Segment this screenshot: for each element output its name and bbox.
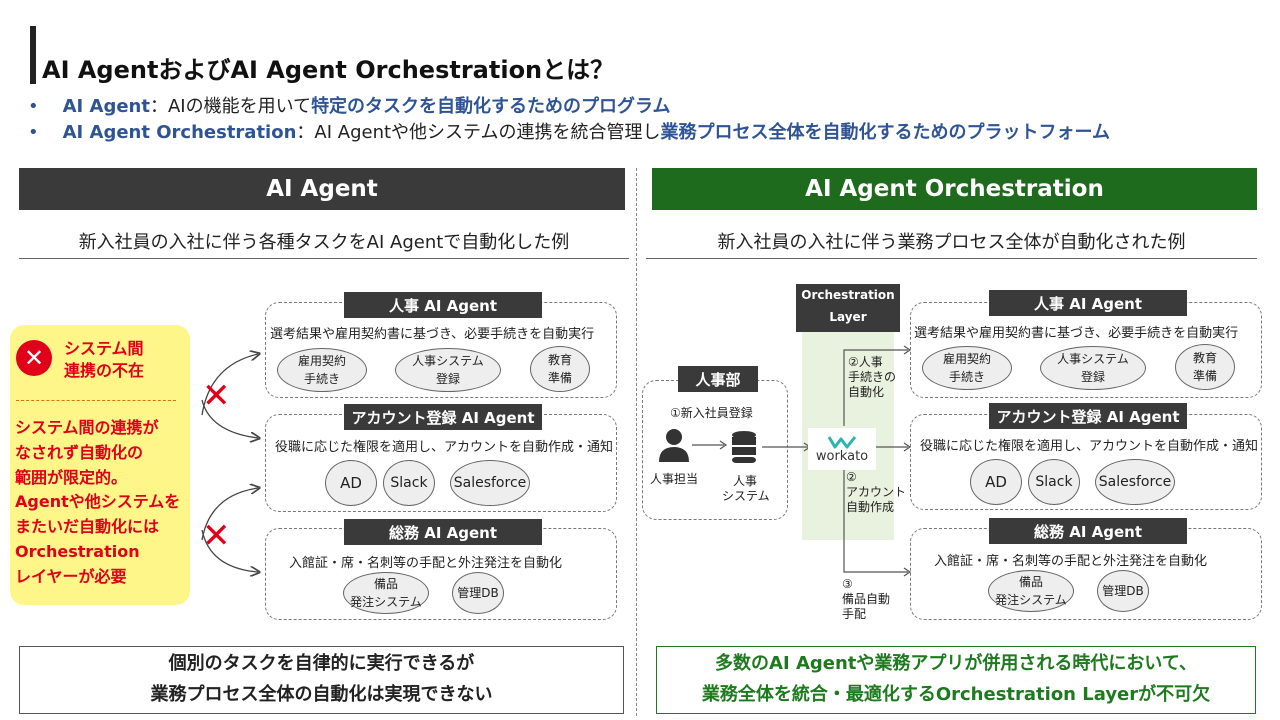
warning-title-line: 連携の不在 bbox=[64, 361, 145, 381]
left-oval-employment-contract: 雇用契約手続き bbox=[277, 348, 367, 392]
right-hr-agent-desc: 選考結果や雇用契約書に基づき、必要手続きを自動実行 bbox=[914, 326, 1239, 341]
left-hr-agent-label: 人事 AI Agent bbox=[344, 292, 542, 318]
left-oval-hr-system: 人事システム登録 bbox=[395, 348, 501, 392]
bullet-text: ：AI Agentや他システムの連携を統合管理し bbox=[296, 122, 661, 143]
left-subtitle: 新入社員の入社に伴う各種タスクをAI Agentで自動化した例 bbox=[19, 228, 629, 259]
left-conclusion: 個別のタスクを自律的に実行できるが 業務プロセス全体の自動化は実現できない bbox=[19, 646, 624, 714]
right-conclusion-line: 業務全体を統合・最適化するOrchestration Layerが不可欠 bbox=[701, 684, 1211, 705]
database-icon bbox=[732, 431, 756, 463]
left-oval-ad: AD bbox=[325, 460, 377, 506]
warning-line: システム間の連携が bbox=[15, 418, 159, 437]
bullet-ai-agent-orchestration: • AI Agent Orchestration：AI Agentや他システムの連… bbox=[28, 118, 1110, 144]
right-hr-agent-label: 人事 AI Agent bbox=[989, 290, 1187, 316]
right-conclusion: 多数のAI Agentや業務アプリが併用される時代において、 業務全体を統合・最… bbox=[656, 646, 1256, 714]
left-oval-supply-system: 備品発注システム bbox=[343, 572, 429, 614]
hr-dept-label: 人事部 bbox=[678, 366, 758, 392]
right-oval-salesforce: Salesforce bbox=[1095, 459, 1175, 505]
warning-body: システム間の連携が なされず自動化の 範囲が限定的。 Agentや他システムを … bbox=[15, 416, 180, 590]
left-oval-training: 教育準備 bbox=[530, 346, 590, 392]
arrow-back-to-account-agent bbox=[201, 488, 258, 541]
right-general-agent-desc: 入館証・席・名刺等の手配と外注発注を自動化 bbox=[934, 554, 1208, 569]
workato-text: workato bbox=[815, 448, 869, 464]
bullet-dot-icon: • bbox=[28, 96, 39, 117]
left-account-agent-desc: 役職に応じた権限を適用し、アカウントを自動作成・通知 bbox=[275, 440, 614, 455]
error-x-icon: ✕ bbox=[16, 340, 52, 376]
workato-icon bbox=[827, 435, 857, 448]
left-oval-management-db: 管理DB bbox=[452, 572, 504, 614]
red-x-icon: ✕ bbox=[202, 376, 231, 416]
right-conclusion-line: 多数のAI Agentや業務アプリが併用される時代において、 bbox=[715, 653, 1197, 675]
left-oval-salesforce: Salesforce bbox=[450, 460, 530, 506]
hr-system-label: 人事システム bbox=[722, 474, 770, 503]
right-oval-training: 教育準備 bbox=[1175, 344, 1235, 390]
warning-title-line: システム間 bbox=[64, 339, 144, 358]
warning-separator bbox=[16, 400, 176, 401]
orchestration-layer-label: Orchestration Layer bbox=[796, 284, 900, 332]
right-oval-management-db: 管理DB bbox=[1097, 570, 1149, 612]
workato-logo: workato bbox=[808, 428, 876, 470]
right-account-agent-label: アカウント登録 AI Agent bbox=[989, 403, 1187, 429]
column-divider bbox=[636, 168, 637, 716]
left-general-agent-desc: 入館証・席・名刺等の手配と外注発注を自動化 bbox=[289, 556, 563, 571]
warning-line: またいだ自動化には bbox=[15, 517, 160, 537]
right-general-agent-label: 総務 AI Agent bbox=[989, 518, 1187, 544]
bullet-highlight: 特定のタスクを自動化するためのプログラム bbox=[311, 96, 671, 117]
title-accent-bar bbox=[30, 26, 36, 84]
bullet-highlight: 業務プロセス全体を自動化するためのプラットフォーム bbox=[660, 122, 1110, 143]
left-general-agent-label: 総務 AI Agent bbox=[344, 519, 542, 545]
right-oval-supply-system: 備品発注システム bbox=[988, 570, 1074, 612]
arrow-to-account-agent bbox=[201, 399, 258, 438]
right-oval-ad: AD bbox=[970, 459, 1022, 505]
bullet-text: ：AIの機能を用いて bbox=[149, 96, 312, 117]
left-account-agent-label: アカウント登録 AI Agent bbox=[344, 404, 542, 430]
right-oval-employment-contract: 雇用契約手続き bbox=[922, 346, 1012, 390]
red-x-icon: ✕ bbox=[202, 516, 231, 556]
warning-line: Agentや他システムを bbox=[15, 492, 181, 512]
bullet-term: AI Agent Orchestration bbox=[62, 122, 297, 143]
right-oval-hr-system: 人事システム登録 bbox=[1040, 346, 1146, 390]
right-account-agent-desc: 役職に応じた権限を適用し、アカウントを自動作成・通知 bbox=[920, 439, 1259, 454]
warning-line: レイヤーが必要 bbox=[15, 566, 127, 586]
warning-line: 範囲が限定的。 bbox=[15, 467, 128, 487]
bullet-term: AI Agent bbox=[62, 96, 150, 117]
left-header: AI Agent bbox=[19, 168, 625, 210]
right-subtitle: 新入社員の入社に伴う業務プロセス全体が自動化された例 bbox=[646, 228, 1257, 259]
step1-label: ①新入社員登録 bbox=[670, 406, 753, 420]
left-oval-slack: Slack bbox=[383, 460, 435, 506]
left-hr-agent-desc: 選考結果や雇用契約書に基づき、必要手続きを自動実行 bbox=[270, 327, 595, 342]
warning-line: なされず自動化の bbox=[15, 442, 144, 462]
right-oval-slack: Slack bbox=[1028, 459, 1080, 505]
hr-staff-label: 人事担当 bbox=[650, 472, 699, 486]
left-arrows bbox=[201, 340, 270, 580]
person-icon bbox=[659, 429, 689, 462]
arrow-to-general-agent bbox=[201, 529, 258, 572]
warning-title: システム間 連携の不在 bbox=[64, 338, 144, 383]
bullet-ai-agent: • AI Agent：AIの機能を用いて特定のタスクを自動化するためのプログラム bbox=[28, 92, 671, 118]
left-conclusion-line: 業務プロセス全体の自動化は実現できない bbox=[150, 684, 493, 705]
page-title: AI AgentおよびAI Agent Orchestrationとは？ bbox=[42, 56, 615, 84]
bullet-dot-icon: • bbox=[28, 122, 39, 143]
step2a-label: ②人事手続きの自動化 bbox=[848, 355, 897, 399]
arrow-person-to-system bbox=[692, 440, 728, 450]
warning-line: Orchestration bbox=[15, 541, 140, 561]
right-header: AI Agent Orchestration bbox=[652, 168, 1257, 210]
left-conclusion-line: 個別のタスクを自律的に実行できるが bbox=[168, 653, 475, 675]
